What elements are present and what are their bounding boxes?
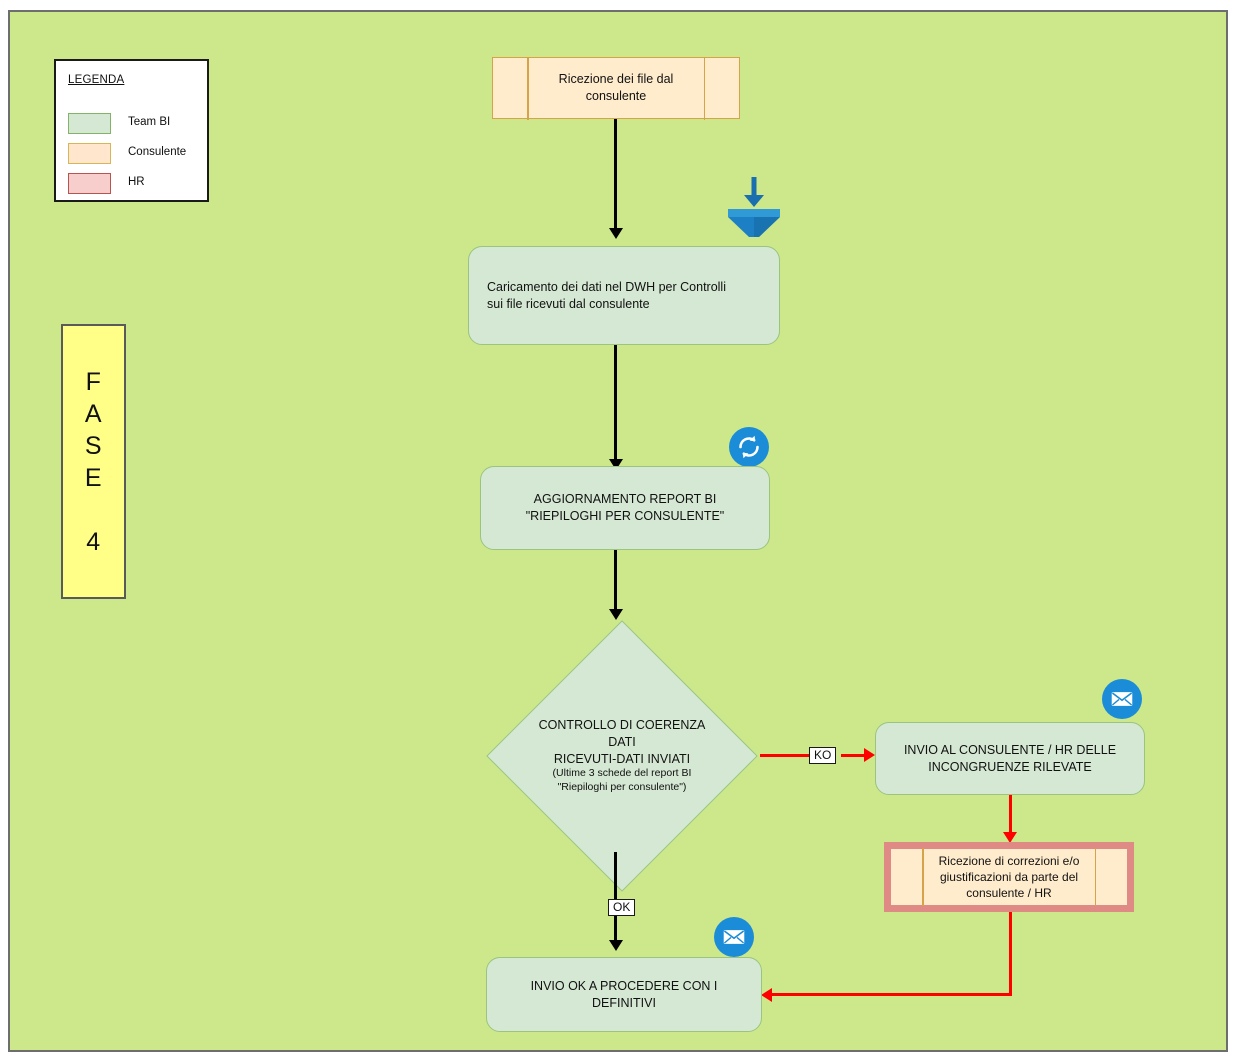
connector-ok-segment-bottom	[614, 916, 617, 944]
legend-swatch-hr	[68, 173, 111, 194]
node-controllo-coerenza-subtitle: (Ultime 3 schede del report BI "Riepilog…	[552, 767, 692, 794]
predefined-process-bar-left	[922, 848, 924, 906]
edge-label-ok: OK	[608, 899, 636, 916]
node-ricezione-correzioni-label: Ricezione di correzioni e/o giustificazi…	[938, 853, 1080, 901]
connector-invio-to-ricezione-correzioni	[1009, 795, 1012, 837]
diagram-canvas: LEGENDA Team BI Consulente HR F A S E 4 …	[8, 10, 1228, 1052]
node-caricamento-dwh[interactable]: Caricamento dei dati nel DWH per Control…	[468, 246, 780, 345]
node-ricezione-file[interactable]: Ricezione dei file dal consulente	[492, 56, 740, 120]
node-invio-incongruenze[interactable]: INVIO AL CONSULENTE / HR DELLE INCONGRUE…	[875, 722, 1145, 795]
node-ricezione-correzioni[interactable]: Ricezione di correzioni e/o giustificazi…	[884, 842, 1134, 912]
node-controllo-coerenza-label: CONTROLLO DI COERENZA DATI RICEVUTI-DATI…	[526, 717, 718, 795]
connector-return-vertical	[1009, 912, 1012, 996]
edge-label-ko: KO	[809, 747, 837, 764]
legend-swatch-consulente	[68, 143, 111, 164]
node-controllo-coerenza-title: CONTROLLO DI COERENZA DATI RICEVUTI-DATI…	[538, 718, 706, 766]
legend-title: LEGENDA	[68, 74, 125, 86]
node-ricezione-file-label: Ricezione dei file dal consulente	[558, 72, 674, 103]
node-caricamento-dwh-label: Caricamento dei dati nel DWH per Control…	[487, 279, 726, 311]
connector-ko-segment-right	[841, 754, 865, 757]
legend-label-consulente: Consulente	[128, 146, 187, 158]
node-aggiornamento-report[interactable]: AGGIORNAMENTO REPORT BI "RIEPILOGHI PER …	[480, 466, 770, 550]
phase-band-fase-4: F A S E 4	[61, 324, 126, 599]
legend-panel: LEGENDA Team BI Consulente HR	[54, 59, 209, 202]
legend-label-hr: HR	[128, 176, 145, 188]
node-invio-ok[interactable]: INVIO OK A PROCEDERE CON I DEFINITIVI	[486, 957, 762, 1032]
connector-return-horizontal	[772, 993, 1012, 996]
connector-arrowhead-invio-ok	[609, 940, 623, 951]
refresh-sync-icon	[729, 427, 769, 467]
node-invio-incongruenze-label: INVIO AL CONSULENTE / HR DELLE INCONGRUE…	[903, 742, 1117, 774]
legend-swatch-team-bi	[68, 113, 111, 134]
connector-arrowhead-caricamento	[609, 228, 623, 239]
connector-arrowhead-ko	[864, 748, 875, 762]
email-icon-incongruenze	[1102, 679, 1142, 719]
predefined-process-bar-right	[703, 56, 705, 120]
phase-band-label: F A S E 4	[84, 367, 103, 556]
connector-arrowhead-controllo	[609, 609, 623, 620]
connector-aggiornamento-to-controllo	[614, 550, 617, 616]
connector-arrowhead-ricezione-correzioni	[1003, 832, 1017, 843]
connector-ricezione-to-caricamento	[614, 119, 617, 232]
filter-funnel-icon	[726, 175, 782, 242]
connector-arrowhead-return	[761, 988, 772, 1002]
node-invio-ok-label: INVIO OK A PROCEDERE CON I DEFINITIVI	[530, 978, 718, 1010]
legend-label-team-bi: Team BI	[128, 116, 171, 128]
email-icon-ok	[714, 917, 754, 957]
node-aggiornamento-report-label: AGGIORNAMENTO REPORT BI "RIEPILOGHI PER …	[525, 492, 725, 523]
connector-caricamento-to-aggiornamento	[614, 345, 617, 463]
predefined-process-bar-left	[527, 56, 529, 120]
connector-arrowhead-aggiornamento	[609, 459, 623, 470]
node-controllo-coerenza[interactable]: CONTROLLO DI COERENZA DATI RICEVUTI-DATI…	[486, 620, 758, 892]
connector-ko-segment-left	[760, 754, 809, 757]
connector-ok-segment-top	[614, 852, 617, 900]
predefined-process-bar-right	[1094, 848, 1096, 906]
